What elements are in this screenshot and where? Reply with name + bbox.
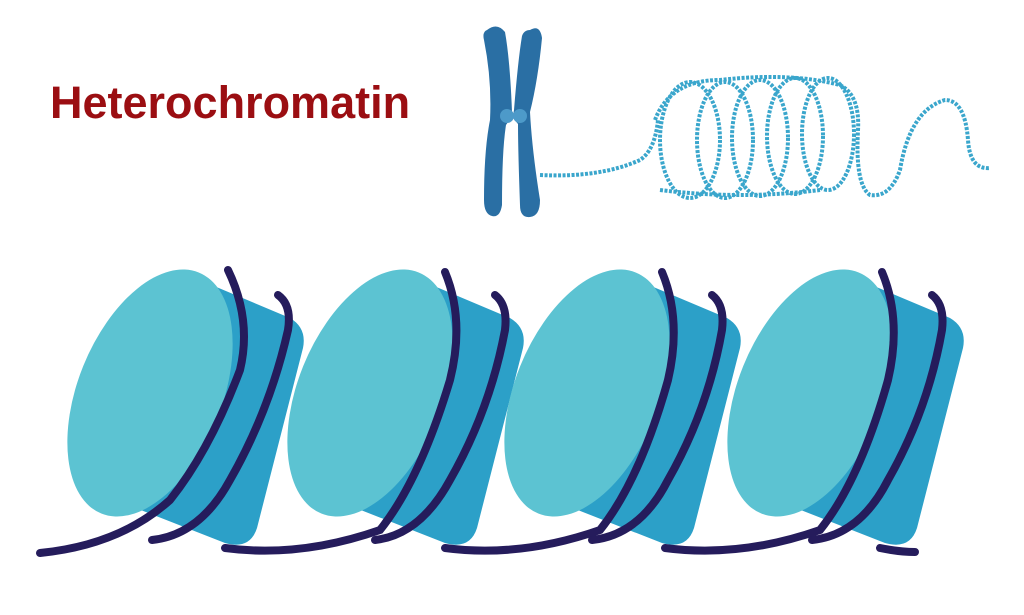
diagram-title: Heterochromatin	[50, 77, 411, 128]
dna-strand	[36, 266, 947, 557]
nucleosome-2	[254, 245, 524, 545]
nucleosome-3	[471, 245, 741, 545]
coiled-fiber-icon	[539, 74, 991, 200]
chromosome-icon	[483, 26, 542, 218]
